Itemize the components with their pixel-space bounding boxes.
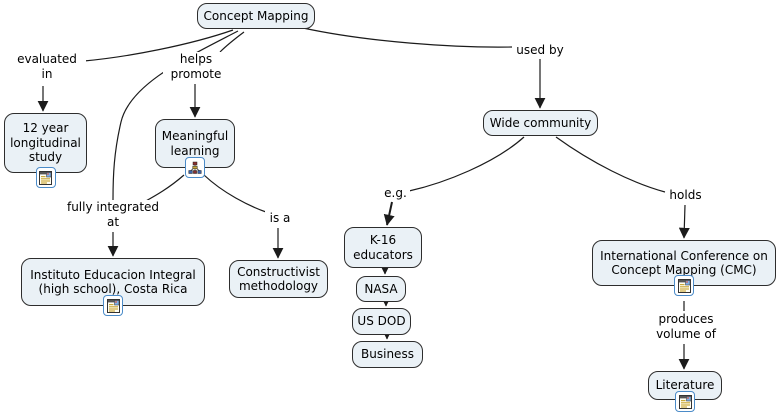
edge-conceptmapping-to-fullyintegrated [112, 30, 239, 201]
edge-conceptmapping-to-helpspromote [219, 31, 245, 53]
node-literature[interactable]: Literature [648, 371, 722, 412]
document-resource-icon[interactable] [674, 275, 694, 296]
document-resource-icon[interactable] [35, 167, 56, 188]
node-label: 12 year longitudinal study [10, 121, 81, 165]
node-instituto-educacion-integral[interactable]: Instituto Educacion Integral (high schoo… [21, 258, 205, 316]
edge-meaningful-to-isa [203, 174, 267, 213]
node-label: Literature [655, 378, 715, 393]
link-label-used-by[interactable]: used by [513, 43, 567, 58]
node-meaningful-learning[interactable]: Meaningful learning [155, 119, 235, 178]
node-us-dod[interactable]: US DOD [352, 308, 411, 335]
node-concept-mapping[interactable]: Concept Mapping [197, 3, 315, 29]
link-label-produces-volume-of[interactable]: produces volume of [653, 312, 719, 342]
node-label: Instituto Educacion Integral (high schoo… [30, 267, 196, 297]
node-constructivist-methodology[interactable]: Constructivist methodology [229, 260, 328, 298]
node-business[interactable]: Business [352, 341, 423, 368]
node-12-year-longitudinal-study[interactable]: 12 year longitudinal study [4, 113, 87, 188]
document-resource-icon[interactable] [675, 391, 695, 412]
edge-widecommunity-to-holds [555, 136, 666, 193]
node-label: International Conference on Concept Mapp… [600, 248, 768, 278]
link-label-fully-integrated-at[interactable]: fully integrated at [62, 200, 164, 230]
node-nasa[interactable]: NASA [356, 276, 406, 302]
edge-eg-arrow-to-k16 [383, 201, 395, 226]
link-label-eg[interactable]: e.g. [381, 186, 410, 201]
edge-conceptmapping-to-evaluatedin [83, 29, 234, 62]
edge-meaningful-to-fullyintegrated [143, 174, 185, 203]
node-k16-educators[interactable]: K-16 educators [344, 227, 422, 268]
node-international-conference-cmc[interactable]: International Conference on Concept Mapp… [592, 240, 776, 296]
node-wide-community[interactable]: Wide community [483, 110, 598, 136]
edge-holds-arrow-to-cmc [678, 204, 690, 239]
link-label-is-a[interactable]: is a [265, 211, 295, 226]
link-label-evaluated-in[interactable]: evaluated in [8, 52, 86, 82]
concept-map-resource-icon[interactable] [185, 157, 205, 178]
node-label: Meaningful learning [161, 129, 229, 158]
edge-widecommunity-to-eg [408, 136, 525, 192]
document-resource-icon[interactable] [103, 295, 123, 316]
link-label-helps-promote[interactable]: helps promote [163, 52, 229, 82]
link-label-holds[interactable]: holds [666, 188, 705, 203]
edge-conceptmapping-to-usedby [302, 27, 513, 48]
